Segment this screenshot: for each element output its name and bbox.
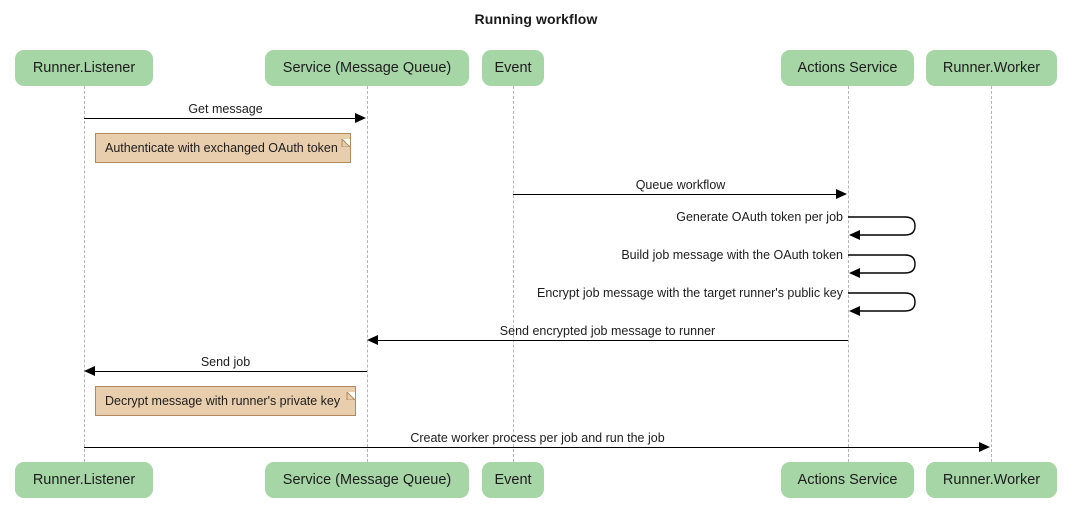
participant-event-top[interactable]: Event xyxy=(482,50,544,86)
participant-actions-service-top[interactable]: Actions Service xyxy=(781,50,914,86)
message-arrowhead-create-worker-process xyxy=(979,442,990,452)
message-label-send-encrypted-job-message: Send encrypted job message to runner xyxy=(499,324,716,338)
lifeline-event xyxy=(513,86,514,462)
message-label-build-job-message: Build job message with the OAuth token xyxy=(621,248,843,262)
self-message-generate-oauth-token xyxy=(848,210,928,244)
note-authenticate-label: Authenticate with exchanged OAuth token xyxy=(105,141,338,155)
message-arrowhead-send-job xyxy=(84,366,95,376)
participant-event-bottom[interactable]: Event xyxy=(482,462,544,498)
self-message-encrypt-job-message xyxy=(848,286,928,320)
self-message-build-job-message xyxy=(848,248,928,282)
message-label-queue-workflow: Queue workflow xyxy=(635,178,726,192)
message-line-create-worker-process xyxy=(84,447,980,448)
message-arrowhead-get-message xyxy=(355,113,366,123)
note-decrypt: Decrypt message with runner's private ke… xyxy=(95,386,356,416)
participant-service-message-queue-top[interactable]: Service (Message Queue) xyxy=(265,50,469,86)
participant-runner-worker-top[interactable]: Runner.Worker xyxy=(926,50,1057,86)
note-fold-icon xyxy=(337,134,350,147)
page-title: Running workflow xyxy=(474,11,598,27)
participant-runner-worker-bottom[interactable]: Runner.Worker xyxy=(926,462,1057,498)
message-line-send-encrypted-job-message xyxy=(378,340,848,341)
participant-runner-listener-bottom[interactable]: Runner.Listener xyxy=(15,462,153,498)
note-decrypt-label: Decrypt message with runner's private ke… xyxy=(105,394,341,408)
note-authenticate: Authenticate with exchanged OAuth token xyxy=(95,133,351,163)
lifeline-actions-service xyxy=(848,86,849,462)
lifeline-runner-worker xyxy=(991,86,992,462)
participant-actions-service-bottom[interactable]: Actions Service xyxy=(781,462,914,498)
message-line-send-job xyxy=(95,371,367,372)
message-label-create-worker-process: Create worker process per job and run th… xyxy=(410,431,665,445)
message-label-get-message: Get message xyxy=(188,102,263,116)
note-fold-icon xyxy=(342,387,355,400)
message-arrowhead-send-encrypted-job-message xyxy=(367,335,378,345)
participant-runner-listener-top[interactable]: Runner.Listener xyxy=(15,50,153,86)
message-line-get-message xyxy=(84,118,356,119)
message-label-generate-oauth-token: Generate OAuth token per job xyxy=(676,210,843,224)
lifeline-runner-listener xyxy=(84,86,85,462)
message-label-send-job: Send job xyxy=(200,355,251,369)
lifeline-service-message-queue xyxy=(367,86,368,462)
message-line-queue-workflow xyxy=(513,194,837,195)
message-label-encrypt-job-message: Encrypt job message with the target runn… xyxy=(536,286,843,300)
participant-service-message-queue-bottom[interactable]: Service (Message Queue) xyxy=(265,462,469,498)
message-arrowhead-queue-workflow xyxy=(836,189,847,199)
